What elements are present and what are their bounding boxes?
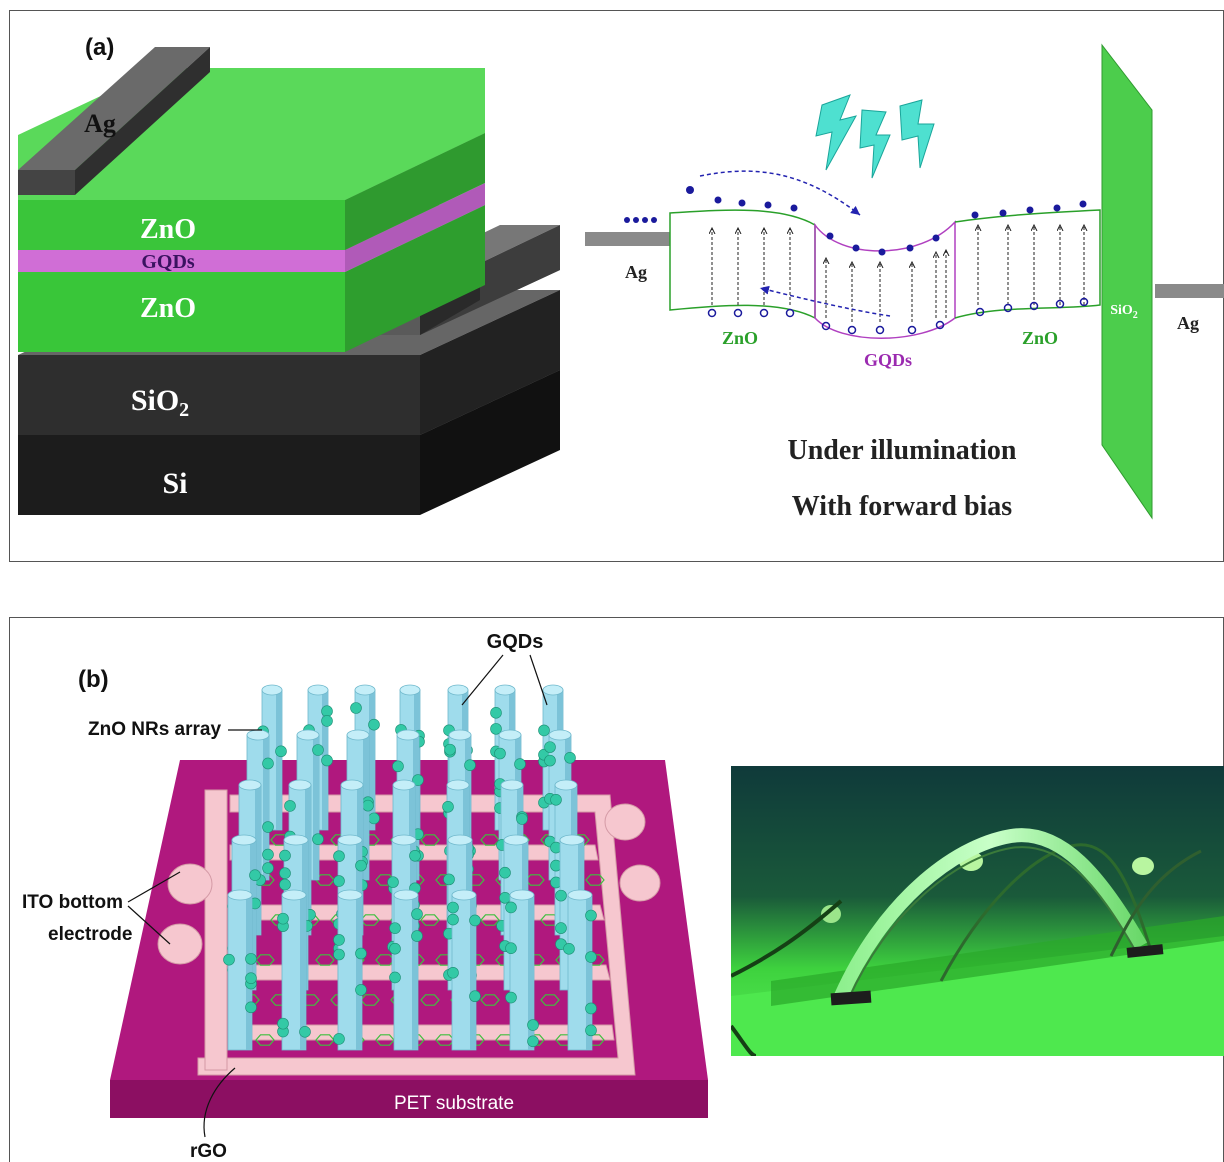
- hole-flow-arrow: [759, 285, 891, 317]
- ag-left-electrode: Ag: [18, 47, 210, 195]
- caption-line-2: With forward bias: [792, 491, 1012, 522]
- sio2-band-label: SiO2: [1110, 303, 1138, 321]
- panel-a-label: (a): [85, 34, 114, 61]
- sio2-stack-label: SiO2: [131, 384, 189, 421]
- zno-left-band-label: ZnO: [722, 328, 758, 348]
- electrons: [624, 186, 1087, 256]
- band-ag-right-contact: [1155, 284, 1224, 298]
- zno-top-label: ZnO: [140, 214, 196, 245]
- panel-a-figure: (a) Si SiO2 Ag ZnO GQDs: [18, 34, 1224, 522]
- device-photo: [731, 766, 1224, 1056]
- band-ag-left-contact: [585, 232, 670, 246]
- band-ag-right-label: Ag: [1177, 313, 1199, 333]
- excitation-arrows: [712, 225, 1084, 322]
- si-label: Si: [162, 467, 187, 500]
- zno-left-band: [669, 209, 816, 320]
- electron-flow-arrow: [699, 170, 861, 216]
- gqds-stack-label: GQDs: [141, 251, 195, 273]
- gqds-band-label: GQDs: [864, 350, 912, 370]
- lightning-icon: [815, 94, 935, 179]
- ag-left-stack-label: Ag: [84, 109, 116, 138]
- band-diagram: Ag: [585, 43, 1224, 522]
- device-photo-image: [731, 766, 1224, 1056]
- gqds-layer: GQDs: [18, 183, 485, 273]
- band-ag-left-label: Ag: [625, 262, 647, 282]
- zno-right-band-label: ZnO: [1022, 328, 1058, 348]
- sio2-band-slab: [1101, 43, 1153, 520]
- zno-right-band: [954, 209, 1101, 319]
- holes: [707, 297, 1089, 335]
- caption-line-1: Under illumination: [788, 435, 1017, 466]
- zno-bottom-label: ZnO: [140, 293, 196, 324]
